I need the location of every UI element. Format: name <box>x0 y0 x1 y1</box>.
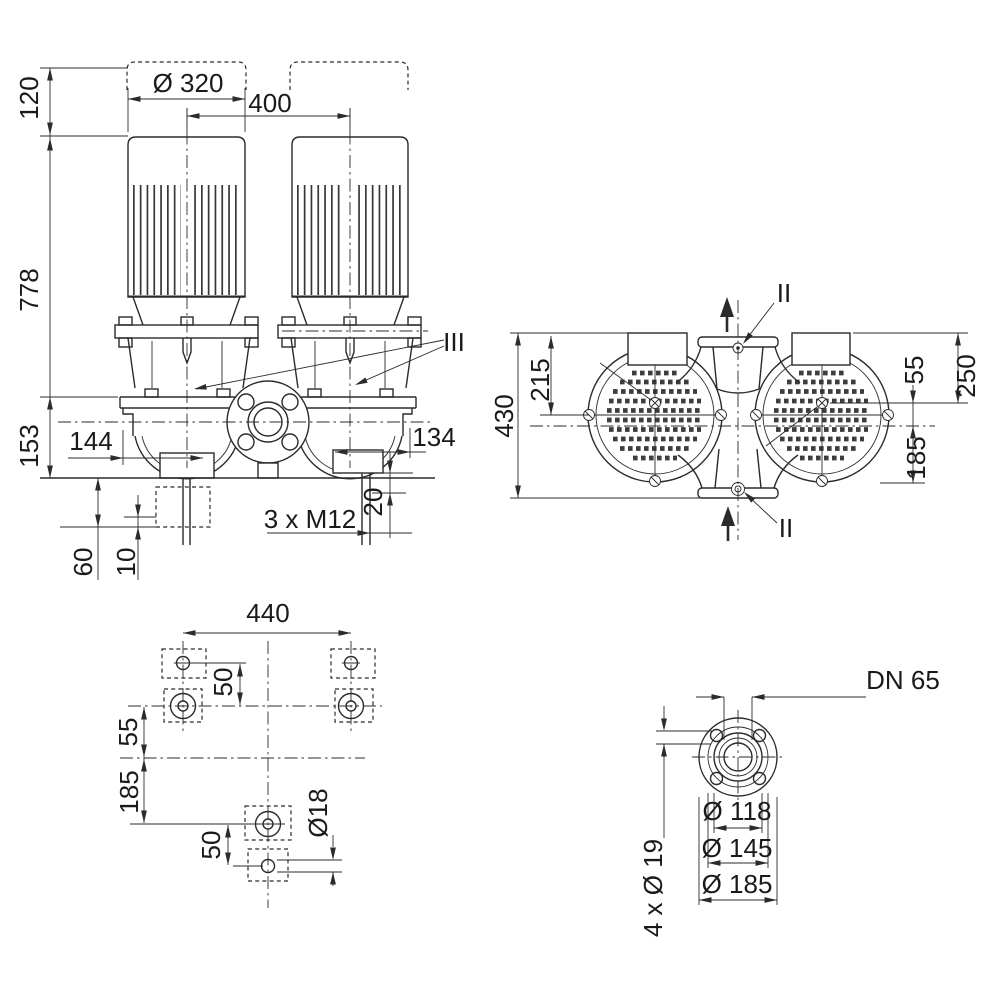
dim-label-185-flange: Ø 185 <box>702 869 773 899</box>
casing-curve <box>675 346 801 384</box>
foundation-plan-view: 440 50 55 185 50 Ø18 <box>113 598 382 908</box>
dim-label-153: 153 <box>14 424 44 467</box>
motor-taper <box>132 296 405 326</box>
cover-diagonal-mark <box>765 406 818 447</box>
dim-label-118: Ø 118 <box>703 796 772 826</box>
dim-label-55: 55 <box>899 356 929 385</box>
dim-label-dn65: DN 65 <box>866 665 940 695</box>
right-terminal-box <box>791 332 851 366</box>
dim-label-120: 120 <box>14 76 44 119</box>
dim-label-55-foundation: 55 <box>113 718 143 747</box>
right-motor-flange <box>277 324 422 339</box>
casing-neck <box>714 448 762 489</box>
dim-label-10: 10 <box>111 548 141 577</box>
dim-label-185-foundation: 185 <box>114 770 144 813</box>
cover-screws <box>583 397 894 487</box>
drain-plug <box>182 338 355 366</box>
motor-envelope-dashed-box <box>126 61 247 90</box>
flange-bolt-holes <box>709 728 767 786</box>
dim-label-50-top: 50 <box>208 668 238 697</box>
flow-arrow-icon <box>721 506 735 541</box>
left-anchor-stud <box>182 478 191 545</box>
motor-envelope-dashed-box <box>289 61 409 90</box>
casing-steps <box>122 408 413 436</box>
flow-arrow-icon <box>720 297 734 332</box>
flange-detail-view: DN 65 4 x Ø 19 Ø 118 Ø 145 Ø 185 <box>638 665 940 937</box>
leader-line <box>195 339 445 390</box>
dim-label-144: 144 <box>69 426 112 456</box>
leader-line <box>356 345 445 385</box>
dim-label-430: 430 <box>489 394 519 437</box>
dim-label-bolt-holes: 4 x Ø 19 <box>638 839 668 937</box>
left-motor-flange <box>114 324 259 339</box>
dim-label-440: 440 <box>246 598 289 628</box>
dim-label-778: 778 <box>14 268 44 311</box>
fin-gap <box>181 184 193 296</box>
section-label-III: III <box>443 327 465 357</box>
dim-label-320: Ø 320 <box>153 68 224 98</box>
dim-label-215: 215 <box>525 358 555 401</box>
dim-label-50-bottom: 50 <box>196 831 226 860</box>
dim-label-400: 400 <box>248 88 291 118</box>
cover-diagonal-mark <box>599 362 652 401</box>
dim-label-hole-dia: Ø18 <box>303 788 333 837</box>
seal-lugs <box>144 388 394 398</box>
section-label-II-bottom: II <box>779 513 793 543</box>
lantern <box>127 337 414 389</box>
left-motor-body <box>127 136 246 298</box>
dim-label-145: Ø 145 <box>702 833 773 863</box>
dim-label-185-plan: 185 <box>901 436 931 479</box>
dim-label-anchor-bolts: 3 x M12 <box>264 504 357 534</box>
fin-gap <box>344 184 356 296</box>
dim-label-20: 20 <box>358 488 388 517</box>
left-foot <box>159 452 215 479</box>
right-motor-body <box>291 136 409 298</box>
section-label-II-top: II <box>777 278 791 308</box>
left-terminal-box <box>627 332 688 366</box>
casing-curve <box>677 454 799 489</box>
dim-label-250: 250 <box>951 354 981 397</box>
center-flange-bolt-holes <box>237 393 299 451</box>
dim-label-134: 134 <box>412 422 455 452</box>
front-elevation-view: 120 778 153 Ø 320 400 144 134 20 <box>14 61 465 580</box>
casing-neck <box>712 346 764 394</box>
foundation-pads-dashed <box>161 648 376 882</box>
center-flange-foot <box>257 462 279 479</box>
lantern-ribs <box>151 341 386 388</box>
plan-view: II II 430 215 55 250 185 <box>489 278 981 543</box>
dim-label-60: 60 <box>68 548 98 577</box>
right-foot <box>332 449 384 474</box>
foundation-phantom-box <box>155 486 211 528</box>
